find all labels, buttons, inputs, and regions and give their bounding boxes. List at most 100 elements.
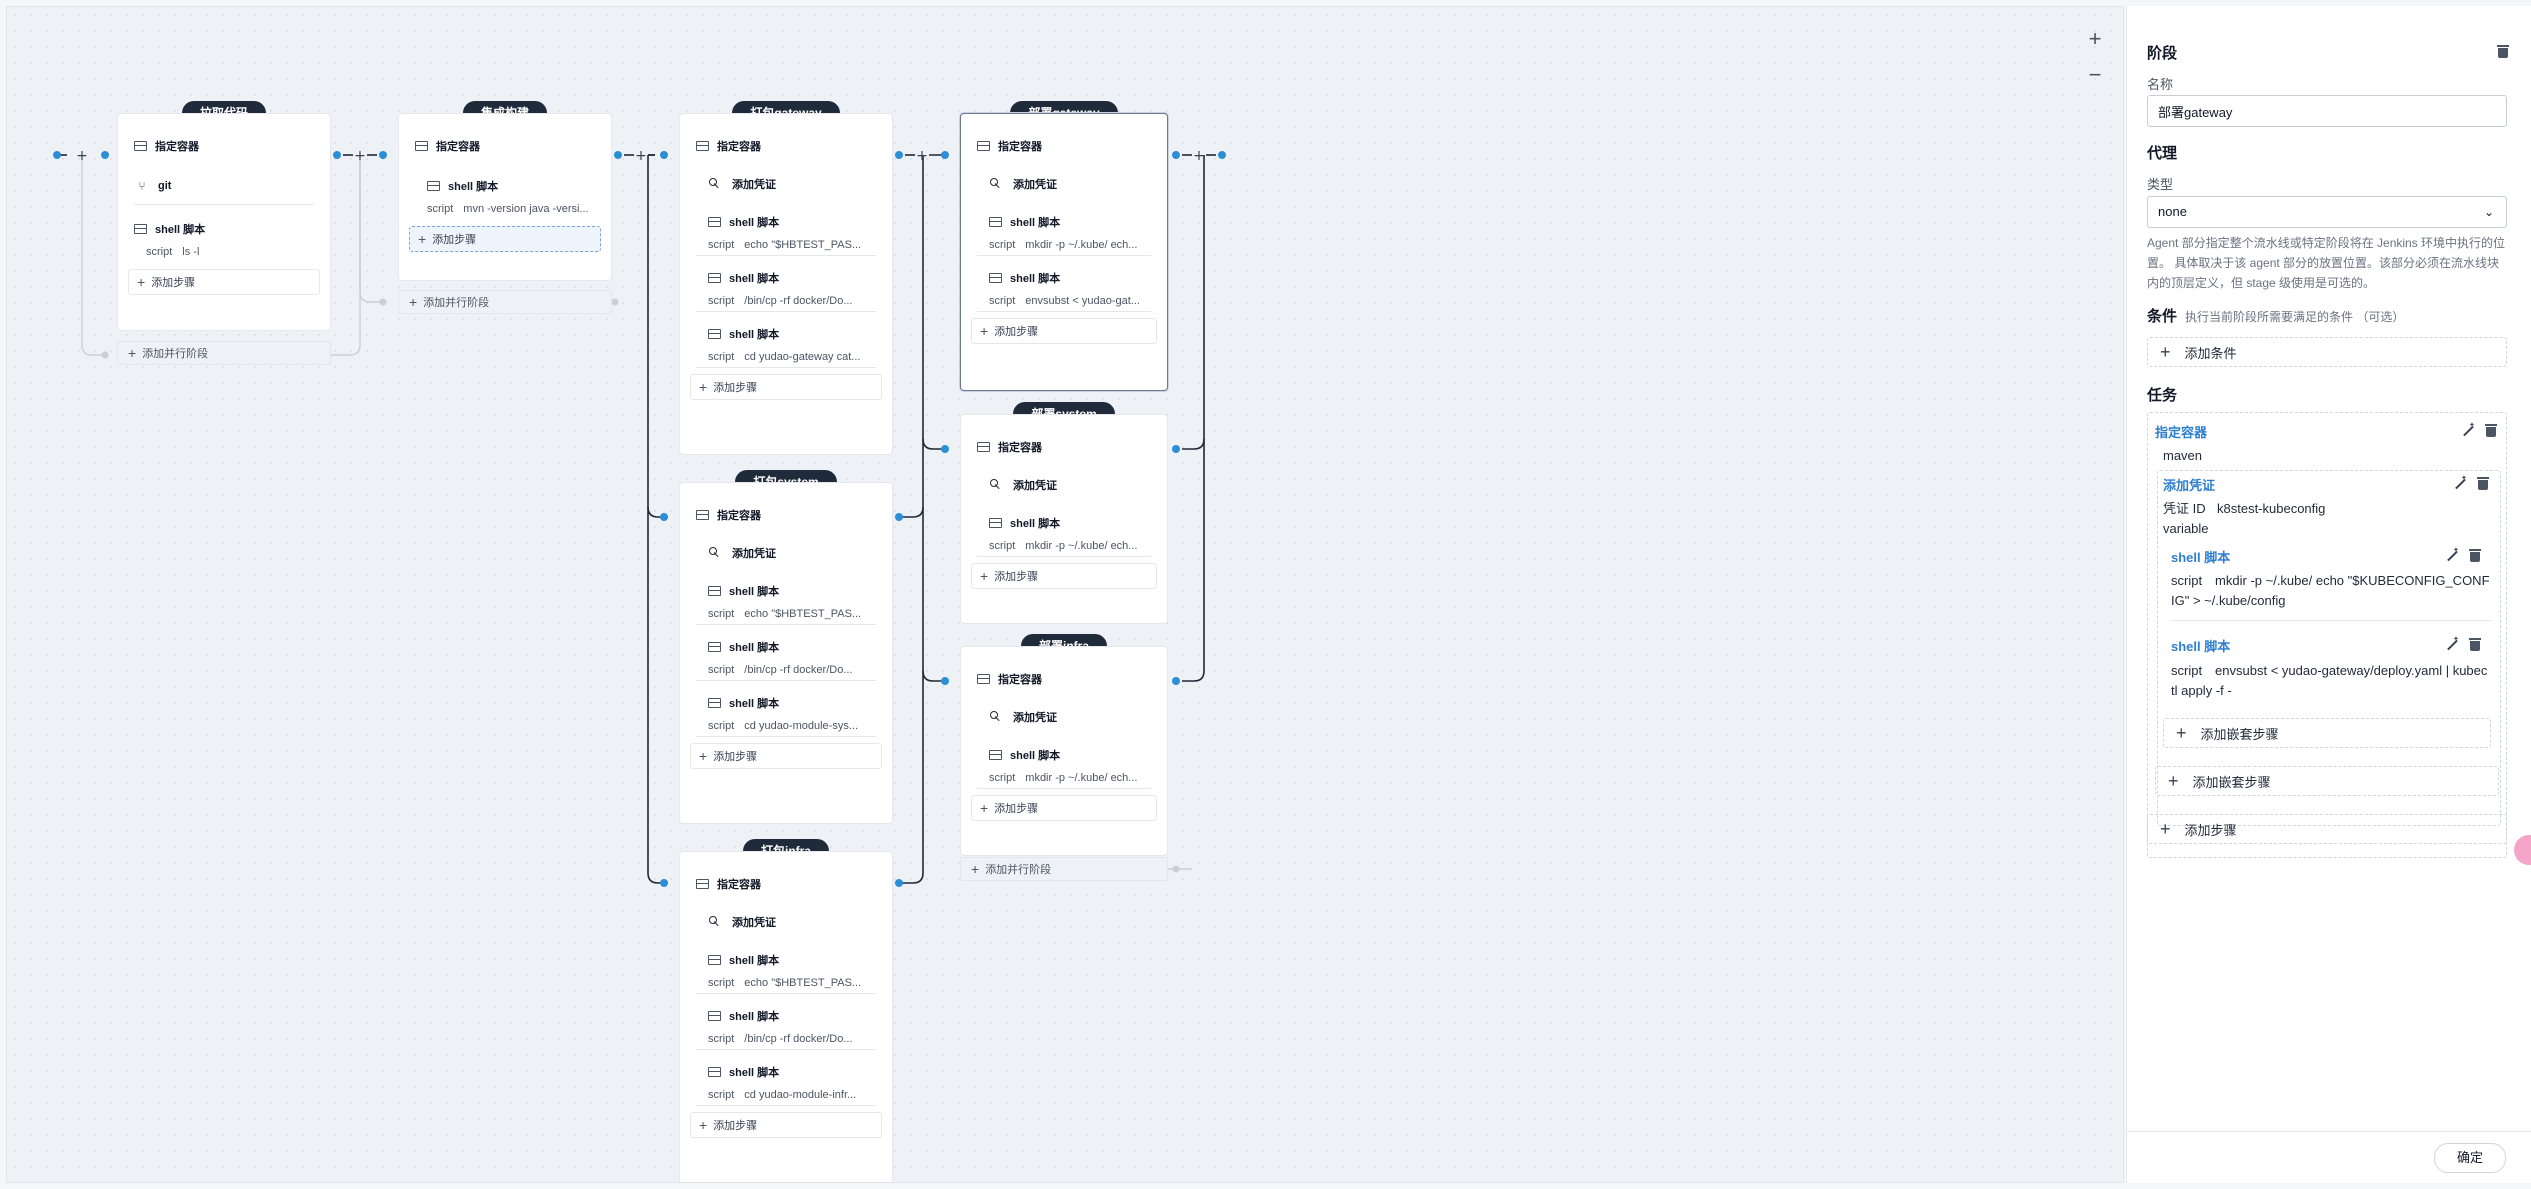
step-container[interactable]: 指定容器 bbox=[696, 134, 876, 158]
step-git[interactable]: ⑂git bbox=[134, 174, 314, 198]
shell-step-title[interactable]: shell 脚本 bbox=[2171, 550, 2231, 565]
stage-name-input[interactable] bbox=[2147, 95, 2507, 127]
agent-type-select[interactable]: none ⌄ bbox=[2147, 196, 2507, 228]
step-container[interactable]: 指定容器 bbox=[696, 872, 876, 896]
zoom-in-button[interactable]: + bbox=[2088, 26, 2102, 51]
floating-helper-button[interactable] bbox=[2514, 835, 2531, 865]
plus-icon: + bbox=[971, 861, 980, 877]
shell-step-title[interactable]: shell 脚本 bbox=[2171, 639, 2231, 654]
confirm-button[interactable]: 确定 bbox=[2434, 1143, 2506, 1173]
svg-text:+: + bbox=[1193, 148, 1205, 164]
step-shell[interactable]: shell 脚本 bbox=[134, 217, 314, 241]
add-parallel-stage-button[interactable]: +添加并行阶段 bbox=[117, 341, 331, 365]
svg-text:+: + bbox=[916, 148, 928, 164]
shell-icon bbox=[989, 273, 1002, 283]
delete-trash-icon[interactable] bbox=[2469, 638, 2481, 651]
edit-wand-icon[interactable] bbox=[2453, 474, 2467, 491]
delete-trash-icon[interactable] bbox=[2469, 549, 2481, 562]
step-shell[interactable]: shell 脚本 bbox=[696, 948, 876, 972]
git-icon: ⑂ bbox=[138, 179, 146, 193]
edit-wand-icon[interactable] bbox=[2445, 546, 2459, 563]
plus-icon: + bbox=[2160, 818, 2171, 839]
tasks-title: 任务 bbox=[2147, 387, 2178, 404]
add-step-button[interactable]: +添加步骤 bbox=[971, 318, 1157, 344]
step-container[interactable]: 指定容器 bbox=[415, 134, 595, 158]
step-shell[interactable]: shell 脚本 bbox=[415, 174, 595, 198]
pipeline-canvas[interactable]: ++ +++ + − 拉取代码 指定容器 ⑂git shell 脚本 bbox=[6, 6, 2124, 1183]
step-credential[interactable]: 添加凭证 bbox=[696, 910, 876, 934]
add-nested-step-button[interactable]: +添加嵌套步骤 bbox=[2163, 718, 2491, 748]
step-shell[interactable]: shell 脚本 bbox=[977, 511, 1151, 535]
step-container[interactable]: 指定容器 bbox=[134, 134, 314, 158]
add-parallel-stage-button[interactable]: +添加并行阶段 bbox=[398, 290, 612, 314]
container-icon bbox=[696, 141, 709, 151]
plus-icon: + bbox=[980, 800, 989, 816]
step-credential[interactable]: 添加凭证 bbox=[977, 705, 1151, 729]
shell-script-line: tl apply -f - bbox=[2171, 683, 2232, 698]
edit-wand-icon[interactable] bbox=[2461, 421, 2475, 438]
step-shell[interactable]: shell 脚本 bbox=[696, 266, 876, 290]
stage-deploy-system[interactable]: 部署system 指定容器 添加凭证 shell 脚本 scriptmkdir … bbox=[960, 402, 1168, 624]
add-step-button[interactable]: +添加步骤 bbox=[690, 743, 882, 769]
task-container-title[interactable]: 指定容器 bbox=[2155, 425, 2208, 440]
shell-script-line: IG" > ~/.kube/config bbox=[2171, 593, 2286, 608]
shell-icon bbox=[708, 1011, 721, 1021]
key-icon bbox=[989, 710, 1005, 724]
step-container[interactable]: 指定容器 bbox=[977, 667, 1151, 691]
delete-stage-trash-icon[interactable] bbox=[2497, 45, 2509, 58]
step-credential[interactable]: 添加凭证 bbox=[696, 172, 876, 196]
step-shell[interactable]: shell 脚本 bbox=[696, 579, 876, 603]
add-parallel-stage-button[interactable]: +添加并行阶段 bbox=[960, 857, 1168, 881]
divider bbox=[2171, 620, 2491, 621]
step-credential[interactable]: 添加凭证 bbox=[977, 172, 1151, 196]
add-step-button[interactable]: +添加步骤 bbox=[690, 1112, 882, 1138]
step-shell[interactable]: shell 脚本 bbox=[696, 1060, 876, 1084]
plus-icon: + bbox=[128, 345, 137, 361]
edit-wand-icon[interactable] bbox=[2445, 635, 2459, 652]
shell-icon bbox=[708, 1067, 721, 1077]
script-preview: script/bin/cp -rf docker/Do... bbox=[696, 1028, 876, 1050]
zoom-out-button[interactable]: − bbox=[2088, 62, 2102, 87]
step-container[interactable]: 指定容器 bbox=[977, 134, 1151, 158]
add-step-button[interactable]: +添加步骤 bbox=[2147, 814, 2507, 844]
name-label: 名称 bbox=[2147, 77, 2174, 92]
add-step-button[interactable]: +添加步骤 bbox=[971, 563, 1157, 589]
add-step-button[interactable]: +添加步骤 bbox=[971, 795, 1157, 821]
add-step-button[interactable]: +添加步骤 bbox=[690, 374, 882, 400]
add-condition-button[interactable]: +添加条件 bbox=[2147, 337, 2507, 367]
add-step-button[interactable]: +添加步骤 bbox=[409, 226, 601, 252]
step-shell[interactable]: shell 脚本 bbox=[696, 1004, 876, 1028]
add-nested-step-button[interactable]: +添加嵌套步骤 bbox=[2155, 766, 2499, 796]
stage-deploy-gateway[interactable]: 部署gateway 指定容器 添加凭证 shell 脚本 scriptmkdir… bbox=[960, 101, 1168, 391]
add-step-button[interactable]: +添加步骤 bbox=[128, 269, 320, 295]
stage-package-gateway[interactable]: 打包gateway 指定容器 添加凭证 shell 脚本 scriptecho … bbox=[679, 101, 893, 455]
shell-script-line: script mkdir -p ~/.kube/ echo "$KUBECONF… bbox=[2171, 573, 2490, 588]
shell-icon bbox=[708, 955, 721, 965]
step-shell[interactable]: shell 脚本 bbox=[696, 635, 876, 659]
step-shell[interactable]: shell 脚本 bbox=[977, 743, 1151, 767]
key-icon bbox=[989, 478, 1005, 492]
credential-id-value: k8stest-kubeconfig bbox=[2217, 501, 2326, 516]
delete-trash-icon[interactable] bbox=[2485, 424, 2497, 437]
step-credential[interactable]: 添加凭证 bbox=[977, 473, 1151, 497]
step-shell[interactable]: shell 脚本 bbox=[977, 266, 1151, 290]
step-shell[interactable]: shell 脚本 bbox=[696, 322, 876, 346]
step-shell[interactable]: shell 脚本 bbox=[977, 210, 1151, 234]
delete-trash-icon[interactable] bbox=[2477, 477, 2489, 490]
task-credential-title[interactable]: 添加凭证 bbox=[2163, 478, 2216, 493]
step-shell[interactable]: shell 脚本 bbox=[696, 691, 876, 715]
step-shell[interactable]: shell 脚本 bbox=[696, 210, 876, 234]
agent-title: 代理 bbox=[2147, 145, 2178, 162]
step-container[interactable]: 指定容器 bbox=[977, 435, 1151, 459]
step-credential[interactable]: 添加凭证 bbox=[696, 541, 876, 565]
step-container[interactable]: 指定容器 bbox=[696, 503, 876, 527]
